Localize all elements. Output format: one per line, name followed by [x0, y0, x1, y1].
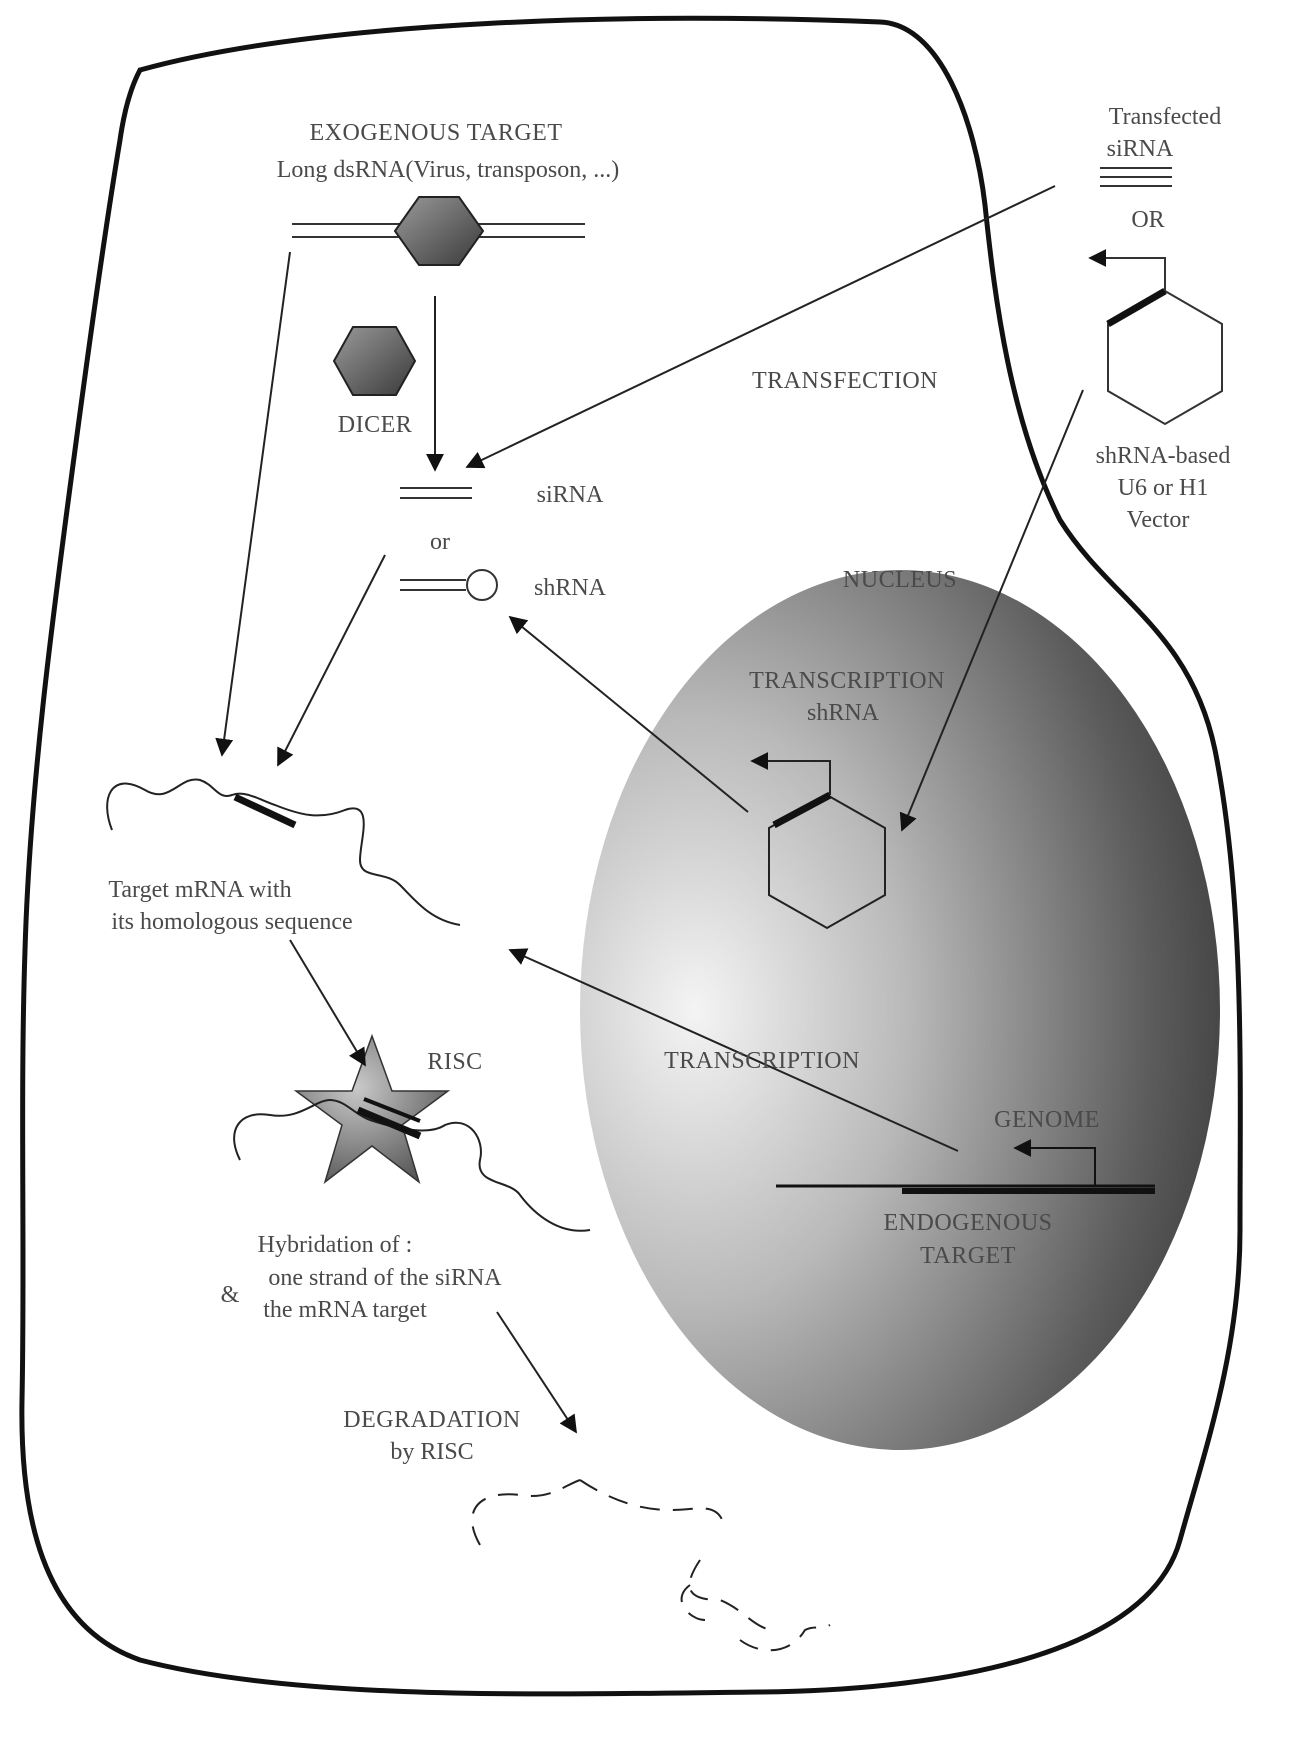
- transfection-label: TRANSFECTION: [752, 368, 938, 394]
- sirna-label: siRNA: [537, 482, 604, 508]
- transcription-label: TRANSCRIPTION: [664, 1048, 860, 1074]
- vector-label-1: shRNA-based: [1096, 443, 1231, 469]
- degradation-label-2: by RISC: [390, 1439, 473, 1465]
- genome-label: GENOME: [994, 1107, 1100, 1133]
- degradation-label-1: DEGRADATION: [343, 1407, 520, 1433]
- risc-label: RISC: [427, 1049, 482, 1075]
- endogenous-target-label-1: ENDOGENOUS: [884, 1210, 1053, 1236]
- transfected-sirna-glyph: [1100, 168, 1172, 186]
- hybridation-label-3: the mRNA target: [263, 1297, 427, 1323]
- vector-label-3: Vector: [1127, 507, 1190, 533]
- mrna-label-1: Target mRNA with: [108, 877, 291, 903]
- nucleus: [580, 570, 1220, 1450]
- transfected-label-1: Transfected: [1109, 104, 1221, 130]
- nucleus-label: NUCLEUS: [843, 567, 957, 593]
- transfected-label-2: siRNA: [1107, 136, 1174, 162]
- shrna-label: shRNA: [534, 575, 607, 601]
- sirna-or-label: or: [430, 529, 450, 555]
- mrna-label-2: its homologous sequence: [111, 909, 352, 935]
- exogenous-target-title: EXOGENOUS TARGET: [310, 120, 563, 146]
- transfected-or-label: OR: [1131, 207, 1164, 233]
- endogenous-target-label-2: TARGET: [920, 1243, 1016, 1269]
- hybridation-ampersand: &: [221, 1282, 240, 1308]
- transcription-shrna-label-1: TRANSCRIPTION: [749, 668, 945, 694]
- exogenous-target-subtitle: Long dsRNA(Virus, transposon, ...): [277, 157, 620, 183]
- transcription-shrna-label-2: shRNA: [807, 700, 880, 726]
- shrna-vector-hexagon: [1090, 258, 1222, 424]
- dicer-label: DICER: [338, 412, 413, 438]
- vector-label-2: U6 or H1: [1118, 475, 1209, 501]
- hybridation-label-2: one strand of the siRNA: [268, 1265, 502, 1291]
- hybridation-label-1: Hybridation of :: [258, 1232, 413, 1258]
